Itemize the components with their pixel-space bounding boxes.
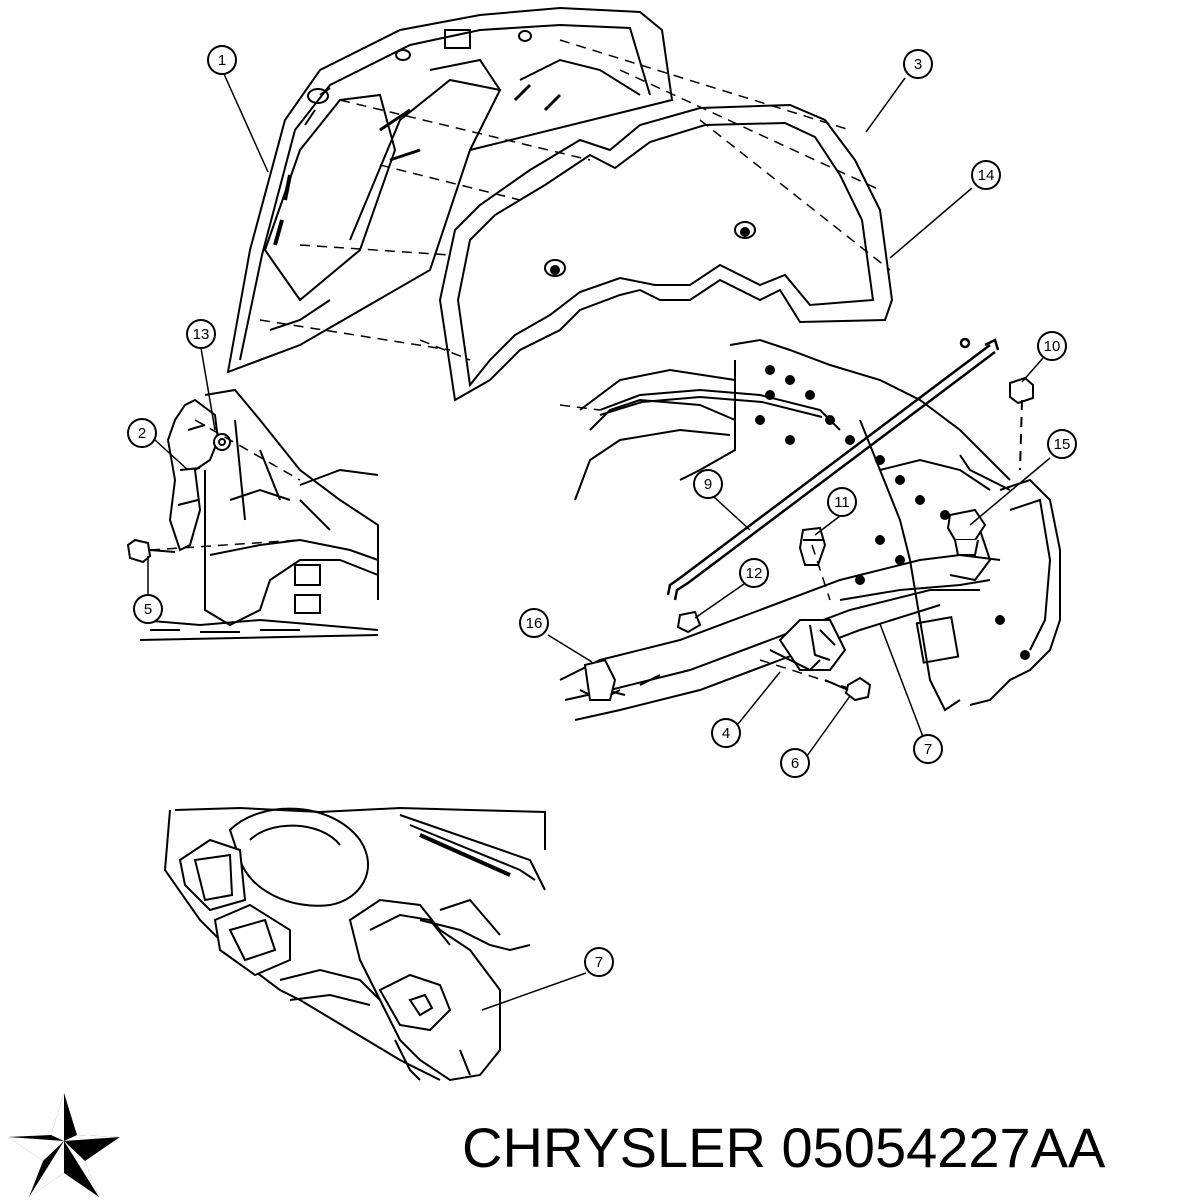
callout-2: 2 [127, 418, 157, 448]
callout-7-top: 7 [913, 734, 943, 764]
bumper-part-10 [1009, 376, 1034, 471]
callout-label: 10 [1044, 338, 1061, 355]
callout-label: 16 [526, 615, 543, 632]
bolt-part-5 [126, 538, 176, 564]
callout-label: 12 [746, 565, 763, 582]
callout-13: 13 [186, 319, 216, 349]
callout-label: 9 [704, 476, 712, 493]
hood-prop-rod [666, 337, 1000, 601]
callout-4: 4 [711, 718, 741, 748]
hood-release-cable [599, 388, 991, 601]
callout-10: 10 [1037, 331, 1067, 361]
callout-label: 15 [1054, 436, 1071, 453]
bracket-part-16 [583, 658, 617, 701]
hood-silencer-pad [438, 103, 894, 402]
callout-7-bottom: 7 [584, 947, 614, 977]
hood-panel [226, 6, 674, 374]
callout-label: 7 [924, 741, 932, 758]
callout-3: 3 [903, 49, 933, 79]
part-caption: CHRYSLER 05054227AA [462, 1108, 1192, 1188]
left-dashed-lines [149, 419, 301, 551]
callout-label: 2 [138, 425, 146, 442]
left-support-bracket-area [139, 388, 379, 641]
callout-label: 11 [834, 494, 850, 511]
brand-name: CHRYSLER [462, 1116, 766, 1179]
callout-14: 14 [971, 160, 1001, 190]
callout-5: 5 [133, 594, 163, 624]
grommet-part-12 [676, 610, 702, 634]
callout-label: 1 [218, 52, 226, 69]
pentastar-logo-icon [8, 1093, 120, 1197]
callout-label: 4 [722, 725, 730, 742]
lower-latch-detail-view [163, 806, 546, 1082]
bolt-part-6 [824, 676, 872, 702]
callout-label: 7 [595, 954, 603, 971]
callout-label: 5 [144, 601, 152, 618]
right-dashed-lines [559, 404, 849, 689]
callout-label: 6 [791, 755, 799, 772]
callout-label: 3 [914, 56, 922, 73]
callout-6: 6 [780, 748, 810, 778]
bumper-part-15 [946, 508, 987, 556]
callout-label: 14 [978, 167, 995, 184]
callout-leader-lines [147, 73, 1051, 1011]
callout-label: 13 [193, 326, 210, 343]
callout-16: 16 [519, 608, 549, 638]
callout-15: 15 [1047, 429, 1077, 459]
callout-12: 12 [739, 558, 769, 588]
part-number: 05054227AA [781, 1116, 1106, 1179]
callout-11: 11 [827, 487, 857, 517]
callout-9: 9 [693, 469, 723, 499]
callout-1: 1 [207, 45, 237, 75]
alignment-dashed-lines [259, 39, 891, 361]
